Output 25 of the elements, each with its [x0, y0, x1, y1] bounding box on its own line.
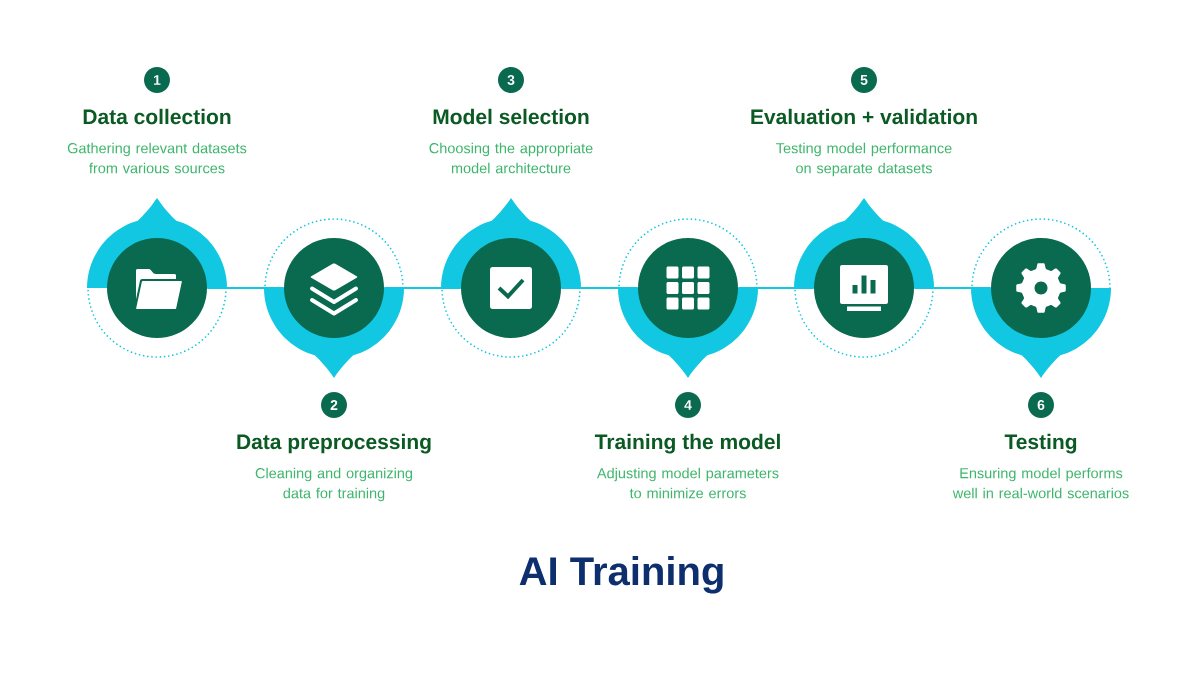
- number-badge: 1: [144, 67, 170, 93]
- step-heading: Evaluation + validation: [751, 108, 977, 125]
- number-badge: 4: [675, 392, 701, 418]
- number-badge: 5: [851, 67, 877, 93]
- number-badge: 2: [321, 392, 347, 418]
- step-description: Choosing the appropriate model architecture: [429, 142, 593, 174]
- connector-line: [913, 287, 992, 289]
- step-description: Gathering relevant datasets from various sources: [67, 142, 247, 174]
- connector-line: [383, 287, 462, 289]
- step-description: Testing model performance on separate datasets: [776, 142, 952, 177]
- step-description: Adjusting model parameters to minimize errors: [596, 467, 779, 499]
- step-description: Ensuring model performs well in real-world scenarios: [952, 467, 1129, 499]
- number-badge: 6: [1028, 392, 1054, 418]
- step-heading: Training the model: [594, 433, 780, 454]
- step-circle: [264, 218, 404, 378]
- connector-line: [737, 287, 815, 289]
- connector-line: [560, 287, 639, 289]
- step-heading: Data collection: [83, 108, 231, 125]
- title: AI Training: [519, 556, 723, 594]
- step-heading: Model selection: [433, 108, 589, 125]
- step-heading: Data preprocessing: [237, 433, 431, 454]
- connector-line: [206, 287, 285, 289]
- number-badge: 3: [498, 67, 524, 93]
- step-heading: Testing: [1004, 433, 1077, 454]
- step-description: Cleaning and organizing data for training: [255, 467, 412, 502]
